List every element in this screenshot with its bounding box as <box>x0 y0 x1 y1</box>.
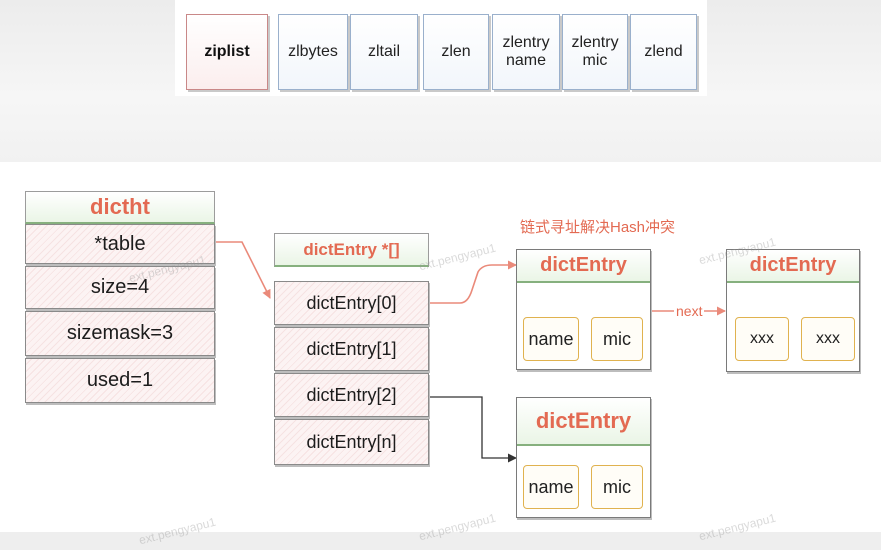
ziplist-cell-zlen: zlen <box>423 14 489 90</box>
dict-entry-c: dictEntry name mic <box>516 397 651 518</box>
dictht-field-sizemask: sizemask=3 <box>25 311 215 356</box>
dict-entry-a: dictEntry name mic <box>516 249 651 370</box>
dict-entry-b-title: dictEntry <box>727 250 859 283</box>
ziplist-cell-zlend: zlend <box>630 14 697 90</box>
next-pointer-label: next <box>674 303 705 319</box>
collision-annotation: 链式寻址解决Hash冲突 <box>520 219 676 236</box>
ziplist-cell-zlentry-mic: zlentry mic <box>562 14 628 90</box>
table-slot-n: dictEntry[n] <box>274 419 429 465</box>
ziplist-cell-zlbytes: zlbytes <box>278 14 348 90</box>
slot2-connector <box>429 396 517 463</box>
ziplist-structure: ziplist zlbytes zltail zlen zlentry name… <box>175 0 707 96</box>
dict-entry-a-value: mic <box>591 317 643 361</box>
table-slot-2: dictEntry[2] <box>274 373 429 417</box>
table-slot-1: dictEntry[1] <box>274 327 429 371</box>
table-pointer-connector <box>216 241 271 299</box>
dict-entry-a-key: name <box>523 317 579 361</box>
ziplist-cell-zltail: zltail <box>350 14 418 90</box>
dict-entry-b-key: xxx <box>735 317 789 361</box>
table-slot-0: dictEntry[0] <box>274 281 429 325</box>
dictht-field-size: size=4 <box>25 266 215 309</box>
dict-entry-b-value: xxx <box>801 317 855 361</box>
dict-entry-c-value: mic <box>591 465 643 509</box>
table-array-title: dictEntry *[] <box>274 233 429 267</box>
dictht-field-table: *table <box>25 224 215 264</box>
bottom-background <box>0 532 881 550</box>
dictht-field-used: used=1 <box>25 358 215 403</box>
dict-entry-c-key: name <box>523 465 579 509</box>
slot0-connector <box>429 260 517 304</box>
dict-entry-a-title: dictEntry <box>517 250 650 283</box>
dictht-title: dictht <box>25 191 215 224</box>
ziplist-cell-header: ziplist <box>186 14 268 90</box>
dict-entry-c-title: dictEntry <box>517 398 650 446</box>
dict-entry-b: dictEntry xxx xxx <box>726 249 860 372</box>
ziplist-cell-zlentry-name: zlentry name <box>492 14 560 90</box>
